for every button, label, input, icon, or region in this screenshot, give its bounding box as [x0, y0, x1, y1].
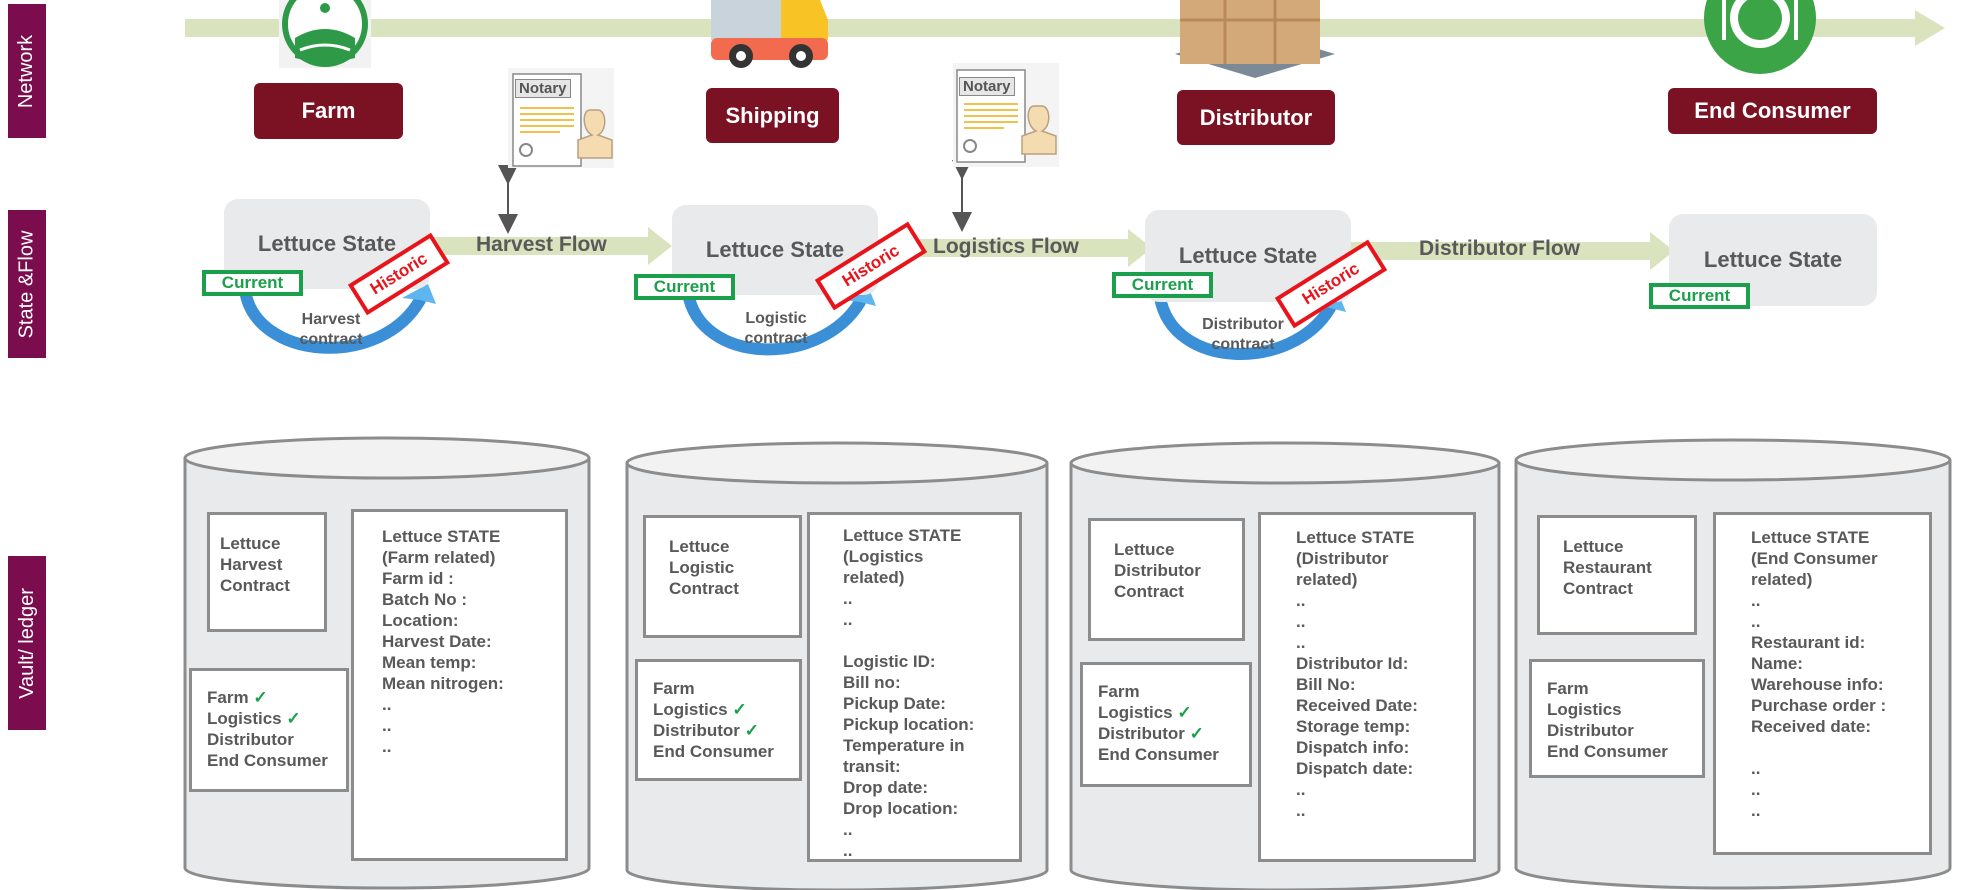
harvest-contract-arc: [239, 284, 436, 354]
network-timeline-arrow: [185, 10, 1945, 46]
current-badge-1: Current: [202, 270, 303, 296]
vault-ledger-label: Vault/ ledger: [8, 556, 46, 730]
harvest-flow-arrow: [430, 227, 672, 265]
state-flow-label: State &Flow: [8, 210, 46, 358]
farm-icon: [279, 0, 371, 68]
notary-label-1: Notary: [515, 79, 571, 98]
farm-actor: Farm: [254, 83, 403, 139]
vault-1-parties-box: Farm ✓ Logistics ✓ Distributor End Consu…: [189, 668, 349, 792]
distributor-flow-label: Distributor Flow: [1419, 237, 1580, 260]
check-icon: ✓: [253, 688, 268, 707]
check-icon: ✓: [1189, 724, 1204, 743]
current-badge-2: Current: [634, 274, 735, 300]
check-icon: ✓: [286, 709, 301, 728]
boxes-icon: [1175, 0, 1335, 78]
current-badge-4: Current: [1649, 283, 1750, 309]
notary-label-2: Notary: [959, 77, 1015, 96]
vault-2-parties-box: Farm Logistics ✓ Distributor ✓ End Consu…: [635, 659, 802, 781]
distributor-flow-arrow: [1350, 232, 1674, 270]
distributor-actor: Distributor: [1177, 90, 1335, 145]
end-consumer-actor: End Consumer: [1668, 88, 1877, 134]
vault-4-parties-box: Farm Logistics Distributor End Consumer: [1529, 659, 1705, 778]
vault-3-parties-box: Farm Logistics ✓ Distributor ✓ End Consu…: [1080, 662, 1252, 787]
harvest-flow-label: Harvest Flow: [476, 233, 607, 256]
logistics-flow-label: Logistics Flow: [933, 235, 1079, 258]
logistics-flow-arrow: [878, 229, 1152, 267]
vault-1-state-box: Lettuce STATE(Farm related)Farm id : Bat…: [351, 509, 568, 861]
network-label: Network: [8, 4, 46, 138]
check-icon: ✓: [1177, 703, 1192, 722]
current-badge-3: Current: [1112, 272, 1213, 298]
lettuce-state-4: Lettuce State: [1669, 214, 1877, 306]
truck-icon: [711, 0, 828, 68]
check-icon: ✓: [732, 700, 747, 719]
plate-icon: [1704, 0, 1816, 74]
shipping-actor: Shipping: [706, 88, 839, 143]
check-icon: ✓: [744, 721, 759, 740]
